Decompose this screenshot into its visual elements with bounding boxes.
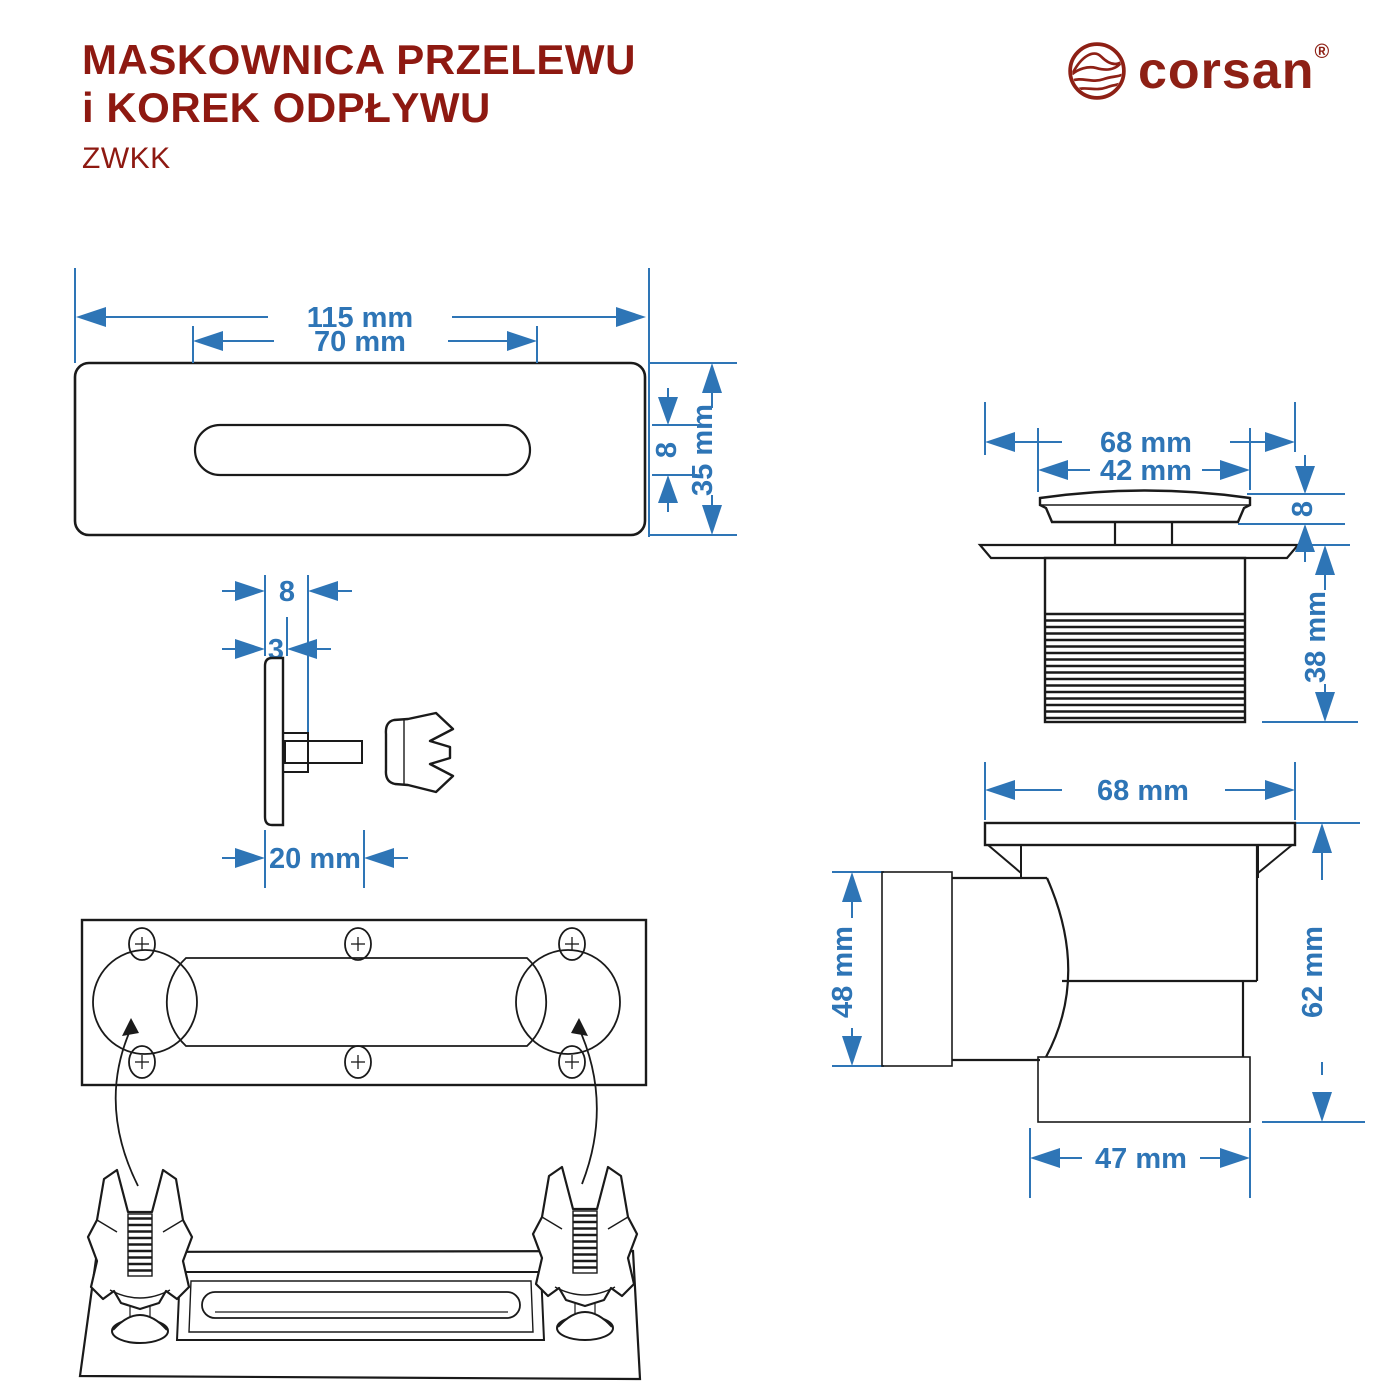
threaded-screw (284, 740, 363, 764)
overflow-slot (193, 423, 532, 477)
elbow-curve (1045, 877, 1070, 1058)
left-leader-curve (114, 1023, 139, 1187)
dim-label: 8 (651, 442, 683, 458)
dim-extension-lines (264, 575, 365, 888)
dim-extension-lines (74, 268, 737, 537)
overflow-cover-side-view: 8 3 20 mm (222, 575, 455, 888)
drain-elbow-side-view: 68 mm 48 mm (827, 762, 1365, 1198)
dim-label: 62 mm (1297, 926, 1329, 1018)
overflow-cover-rear-view (80, 918, 648, 1187)
dim-label: 38 mm (1300, 591, 1332, 683)
outlet-pipe-threads (1037, 1056, 1251, 1123)
assembly-3d-view (78, 1165, 642, 1381)
wing-nut-side-view (384, 711, 455, 794)
right-screw-hole (515, 949, 621, 1055)
dim-label: 70 mm (314, 326, 406, 358)
left-screw-hole (92, 949, 198, 1055)
dim-label: 8 (1287, 501, 1319, 517)
plug-body-threads (1045, 612, 1245, 722)
page-title-line2: i KOREK ODPŁYWU (82, 83, 491, 131)
cover-plate-outline (73, 361, 647, 537)
dim-flange-width-68: 68 mm (985, 775, 1295, 807)
flange-left-bevel (987, 844, 1022, 874)
dim-label: 115 mm (307, 302, 413, 334)
dim-width-115: 115 mm (76, 302, 646, 334)
dim-height-35: 35 mm (687, 363, 722, 535)
dim-body-height-38: 38 mm (1300, 545, 1335, 722)
dim-label: 42 mm (1100, 455, 1192, 487)
rear-slot-outline (165, 957, 548, 1047)
recess-outer-rim (175, 1271, 546, 1341)
overflow-cover-front-view: 115 mm 70 mm 8 35 mm (73, 268, 737, 537)
dim-cap-height-8: 8 (1287, 455, 1319, 562)
dim-inlet-thread-48: 48 mm (827, 872, 862, 1066)
wave-logo-icon (1068, 42, 1126, 100)
base-plate-3d (78, 1249, 642, 1381)
product-code: ZWKK (82, 141, 171, 175)
dim-slot-height-8: 8 (651, 388, 683, 512)
flange-right-bevel (1257, 844, 1293, 874)
recess-inner-rim (188, 1280, 534, 1333)
drain-plug-side-view: 68 mm 42 mm 8 (977, 402, 1358, 724)
slot-3d (201, 1291, 521, 1319)
dim-flange-width-68: 68 mm (985, 427, 1295, 459)
dim-label: 68 mm (1100, 427, 1192, 459)
dim-label: 35 mm (687, 404, 719, 496)
dim-extension-lines (832, 762, 1365, 1198)
dim-extension-lines (984, 402, 1358, 723)
page-title-line1: MASKOWNICA PRZELEWU (82, 36, 636, 83)
dim-label: 68 mm (1097, 775, 1189, 807)
dim-label: 8 (279, 576, 295, 608)
dim-cap-width-42: 42 mm (1038, 455, 1250, 487)
plug-cap (1038, 489, 1252, 524)
dim-label: 48 mm (827, 926, 859, 1018)
dim-slot-width-70: 70 mm (193, 326, 537, 358)
dim-outlet-thread-47: 47 mm (1030, 1143, 1250, 1175)
brand-name: corsan (1138, 42, 1315, 100)
left-leader-arrowhead (122, 1018, 139, 1036)
dim-label: 47 mm (1095, 1143, 1187, 1175)
right-leader-arrowhead (571, 1018, 588, 1036)
registered-trademark-symbol: ® (1314, 41, 1330, 63)
rear-plate-outline (80, 918, 648, 1087)
dim-screw-length-20: 20 mm (222, 843, 408, 875)
dim-total-height-62: 62 mm (1297, 823, 1332, 1122)
dim-label: 20 mm (269, 843, 361, 875)
plug-body-outline (1043, 556, 1247, 724)
elbow-flange (983, 821, 1297, 847)
brand-logo: corsan ® (1066, 40, 1329, 102)
cover-plate-side-profile (263, 656, 285, 827)
screw-boss (282, 732, 309, 773)
right-leader-curve (576, 1023, 598, 1185)
dim-total-thickness-8: 8 (222, 576, 352, 608)
title-block: MASKOWNICA PRZELEWU i KOREK ODPŁYWU ZWKK (82, 36, 636, 176)
inlet-pipe-threads (881, 871, 953, 1067)
plug-flange (977, 543, 1301, 560)
